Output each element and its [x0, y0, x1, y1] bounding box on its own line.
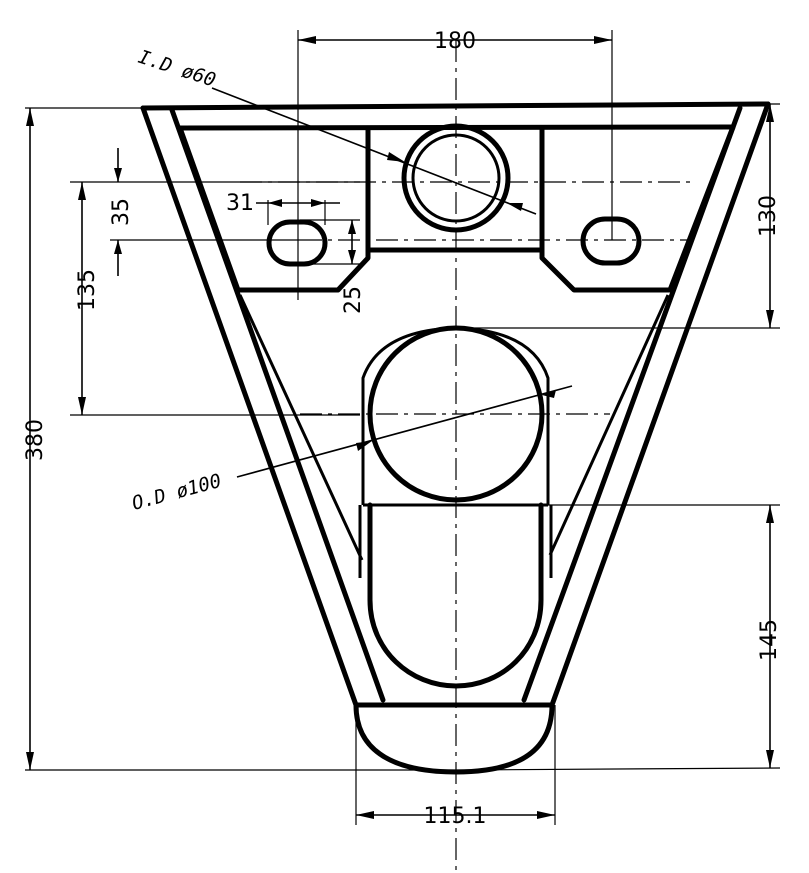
dim-slot-width: 31: [226, 191, 254, 216]
extension-lines: [25, 30, 781, 825]
dim-height-135: 135: [75, 269, 100, 311]
outlet-pipe: [358, 325, 553, 689]
dim-inner-diameter: I.D ø60: [135, 46, 218, 92]
dimension-lines: [26, 36, 774, 819]
dimension-labels: 180 I.D ø60 31 35 25 130 135 380 O.D ø10…: [23, 29, 782, 829]
dim-height-130: 130: [756, 195, 781, 237]
dim-slot-offset: 35: [109, 198, 134, 226]
center-lines: [240, 40, 690, 870]
dim-bottom-width: 115.1: [424, 804, 487, 829]
dim-slot-height: 25: [341, 286, 366, 314]
mounting-slots: [266, 216, 642, 267]
dim-bottom-height: 145: [757, 619, 782, 661]
dim-outer-diameter: O.D ø100: [130, 470, 224, 515]
left-mounting-slot: [266, 219, 328, 267]
right-mounting-slot: [580, 216, 642, 266]
dim-top-width: 180: [434, 29, 476, 54]
inner-pipe: [401, 123, 511, 233]
side-gussets: [238, 294, 670, 561]
dim-overall-height: 380: [23, 419, 48, 461]
